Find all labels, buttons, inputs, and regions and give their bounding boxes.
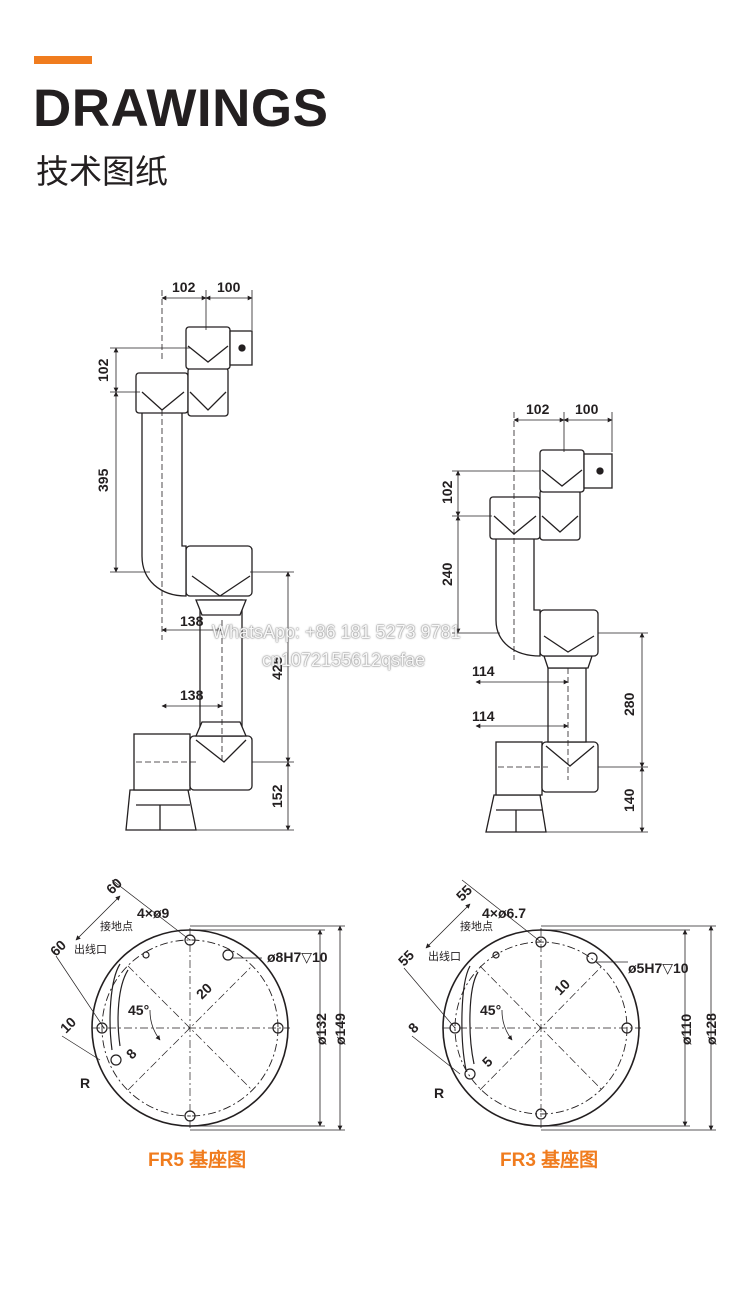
fr5-arm-drawing xyxy=(125,326,253,831)
page-title: DRAWINGS xyxy=(33,79,329,138)
fr3-base-plan xyxy=(403,879,716,1131)
fr5-dim-425: 425 xyxy=(269,656,285,680)
fr5-dim-132: ø132 xyxy=(313,1013,329,1045)
fr3-dim-128: ø128 xyxy=(703,1013,719,1045)
fr3-lower-link xyxy=(547,667,587,743)
fr5-dim-102-top: 102 xyxy=(172,279,196,295)
fr5-base-joint xyxy=(133,733,191,791)
fr5-dim-138-lower: 138 xyxy=(180,687,204,703)
fr3-dim-5: 5 xyxy=(479,1053,496,1070)
fr5-bolt-hole-left xyxy=(96,1022,108,1034)
fr3-dim-102-top: 102 xyxy=(526,401,550,417)
fr3-dim-8: 8 xyxy=(405,1019,422,1036)
fr3-arm-drawing xyxy=(485,449,613,833)
fr5-bolt-hole-right xyxy=(272,1022,284,1034)
fr3-dim-R: R xyxy=(434,1085,444,1101)
fr5-base-plan xyxy=(55,879,345,1131)
fr3-dim-10: 10 xyxy=(551,976,573,998)
fr5-dim-45deg: 45° xyxy=(128,1002,149,1018)
fr5-outlet-label: 出线口 xyxy=(74,942,107,956)
fr5-flange-hole xyxy=(238,344,246,352)
fr5-dim-8: 8 xyxy=(123,1045,140,1062)
fr5-pin-hole xyxy=(222,949,234,961)
fr5-wrist2 xyxy=(187,367,229,417)
fr3-upper-link xyxy=(495,537,541,657)
fr5-lower-link xyxy=(199,599,243,737)
fr5-ground-point xyxy=(142,951,150,959)
fr5-pin-label: ø8H7▽10 xyxy=(267,949,328,965)
fr5-dim-152: 152 xyxy=(269,784,285,808)
fr3-dim-100-top: 100 xyxy=(575,401,599,417)
fr5-base-caption: FR5 基座图 xyxy=(148,1148,246,1171)
fr3-dim-55-b: 55 xyxy=(395,947,417,969)
fr3-ground-point xyxy=(492,951,500,959)
page-subtitle: 技术图纸 xyxy=(36,152,168,191)
fr3-dim-140: 140 xyxy=(621,788,637,812)
fr3-holes-label: 4×ø6.7 xyxy=(482,905,526,921)
fr5-dim-100-top: 100 xyxy=(217,279,241,295)
fr5-bolt-circle xyxy=(101,939,279,1117)
fr3-pin-hole xyxy=(586,952,598,964)
fr5-bolt-hole-top xyxy=(184,934,196,946)
fr3-base-joint xyxy=(495,741,543,796)
fr5-dim-395: 395 xyxy=(95,468,111,492)
fr3-dim-110: ø110 xyxy=(678,1014,694,1045)
fr5-base-foot xyxy=(125,789,197,831)
fr5-upper-link xyxy=(141,409,187,597)
fr3-flange-hole xyxy=(596,467,604,475)
fr3-base-caption: FR3 基座图 xyxy=(500,1148,598,1171)
fr3-bolt-hole-top xyxy=(535,936,547,948)
fr3-dim-114-lower: 114 xyxy=(472,708,495,724)
fr3-bolt-hole-left xyxy=(449,1022,461,1034)
fr5-holes-label: 4×ø9 xyxy=(137,905,170,921)
fr3-cable-slot xyxy=(461,965,471,1071)
fr3-ground-label: 接地点 xyxy=(460,920,493,933)
fr5-dim-102-side: 102 xyxy=(95,358,111,382)
fr3-arm-dimensions: 102 100 102 240 114 280 114 140 xyxy=(439,401,637,812)
fr3-dim-45deg: 45° xyxy=(480,1002,501,1018)
fr5-arm-dimensions: 102 100 102 395 138 425 138 152 xyxy=(95,279,285,808)
fr5-dim-149: ø149 xyxy=(332,1013,348,1045)
fr5-dim-138-upper: 138 xyxy=(180,613,204,629)
fr3-elbow-joint xyxy=(539,609,599,657)
fr5-dim-R: R xyxy=(80,1075,90,1091)
fr5-ground-label: 接地点 xyxy=(100,920,133,933)
fr5-dim-20: 20 xyxy=(193,980,215,1002)
fr5-cable-slot xyxy=(109,963,121,1051)
fr3-outlet-label: 出线口 xyxy=(428,949,461,963)
watermark-line2: cn1072155612qsfae xyxy=(262,650,426,670)
watermark-line1: WhatsApp: +86 181 5273 9781 xyxy=(212,622,461,642)
fr5-dim-60-a: 60 xyxy=(103,875,125,897)
fr5-base-labels: 4×ø9 ø8H7▽10 接地点 出线口 60 60 10 45° 20 8 R… xyxy=(47,875,348,1091)
fr3-bolt-hole-bottom xyxy=(535,1108,547,1120)
fr5-dim-10: 10 xyxy=(57,1014,79,1036)
fr5-dim-60-b: 60 xyxy=(47,937,69,959)
fr3-dim-114-upper: 114 xyxy=(472,663,495,679)
fr3-dim-102-side: 102 xyxy=(439,480,455,504)
fr5-bolt-hole-bottom xyxy=(184,1110,196,1122)
fr3-pin-label: ø5H7▽10 xyxy=(628,960,689,976)
fr3-dim-240: 240 xyxy=(439,562,455,586)
accent-bar xyxy=(34,56,92,64)
fr3-dim-280: 280 xyxy=(621,692,637,716)
fr3-bolt-hole-right xyxy=(621,1022,633,1034)
fr5-elbow-joint xyxy=(185,545,253,597)
fr3-dim-55-a: 55 xyxy=(453,882,475,904)
fr3-base-labels: 4×ø6.7 ø5H7▽10 接地点 出线口 55 55 8 45° 10 5 … xyxy=(395,882,719,1101)
